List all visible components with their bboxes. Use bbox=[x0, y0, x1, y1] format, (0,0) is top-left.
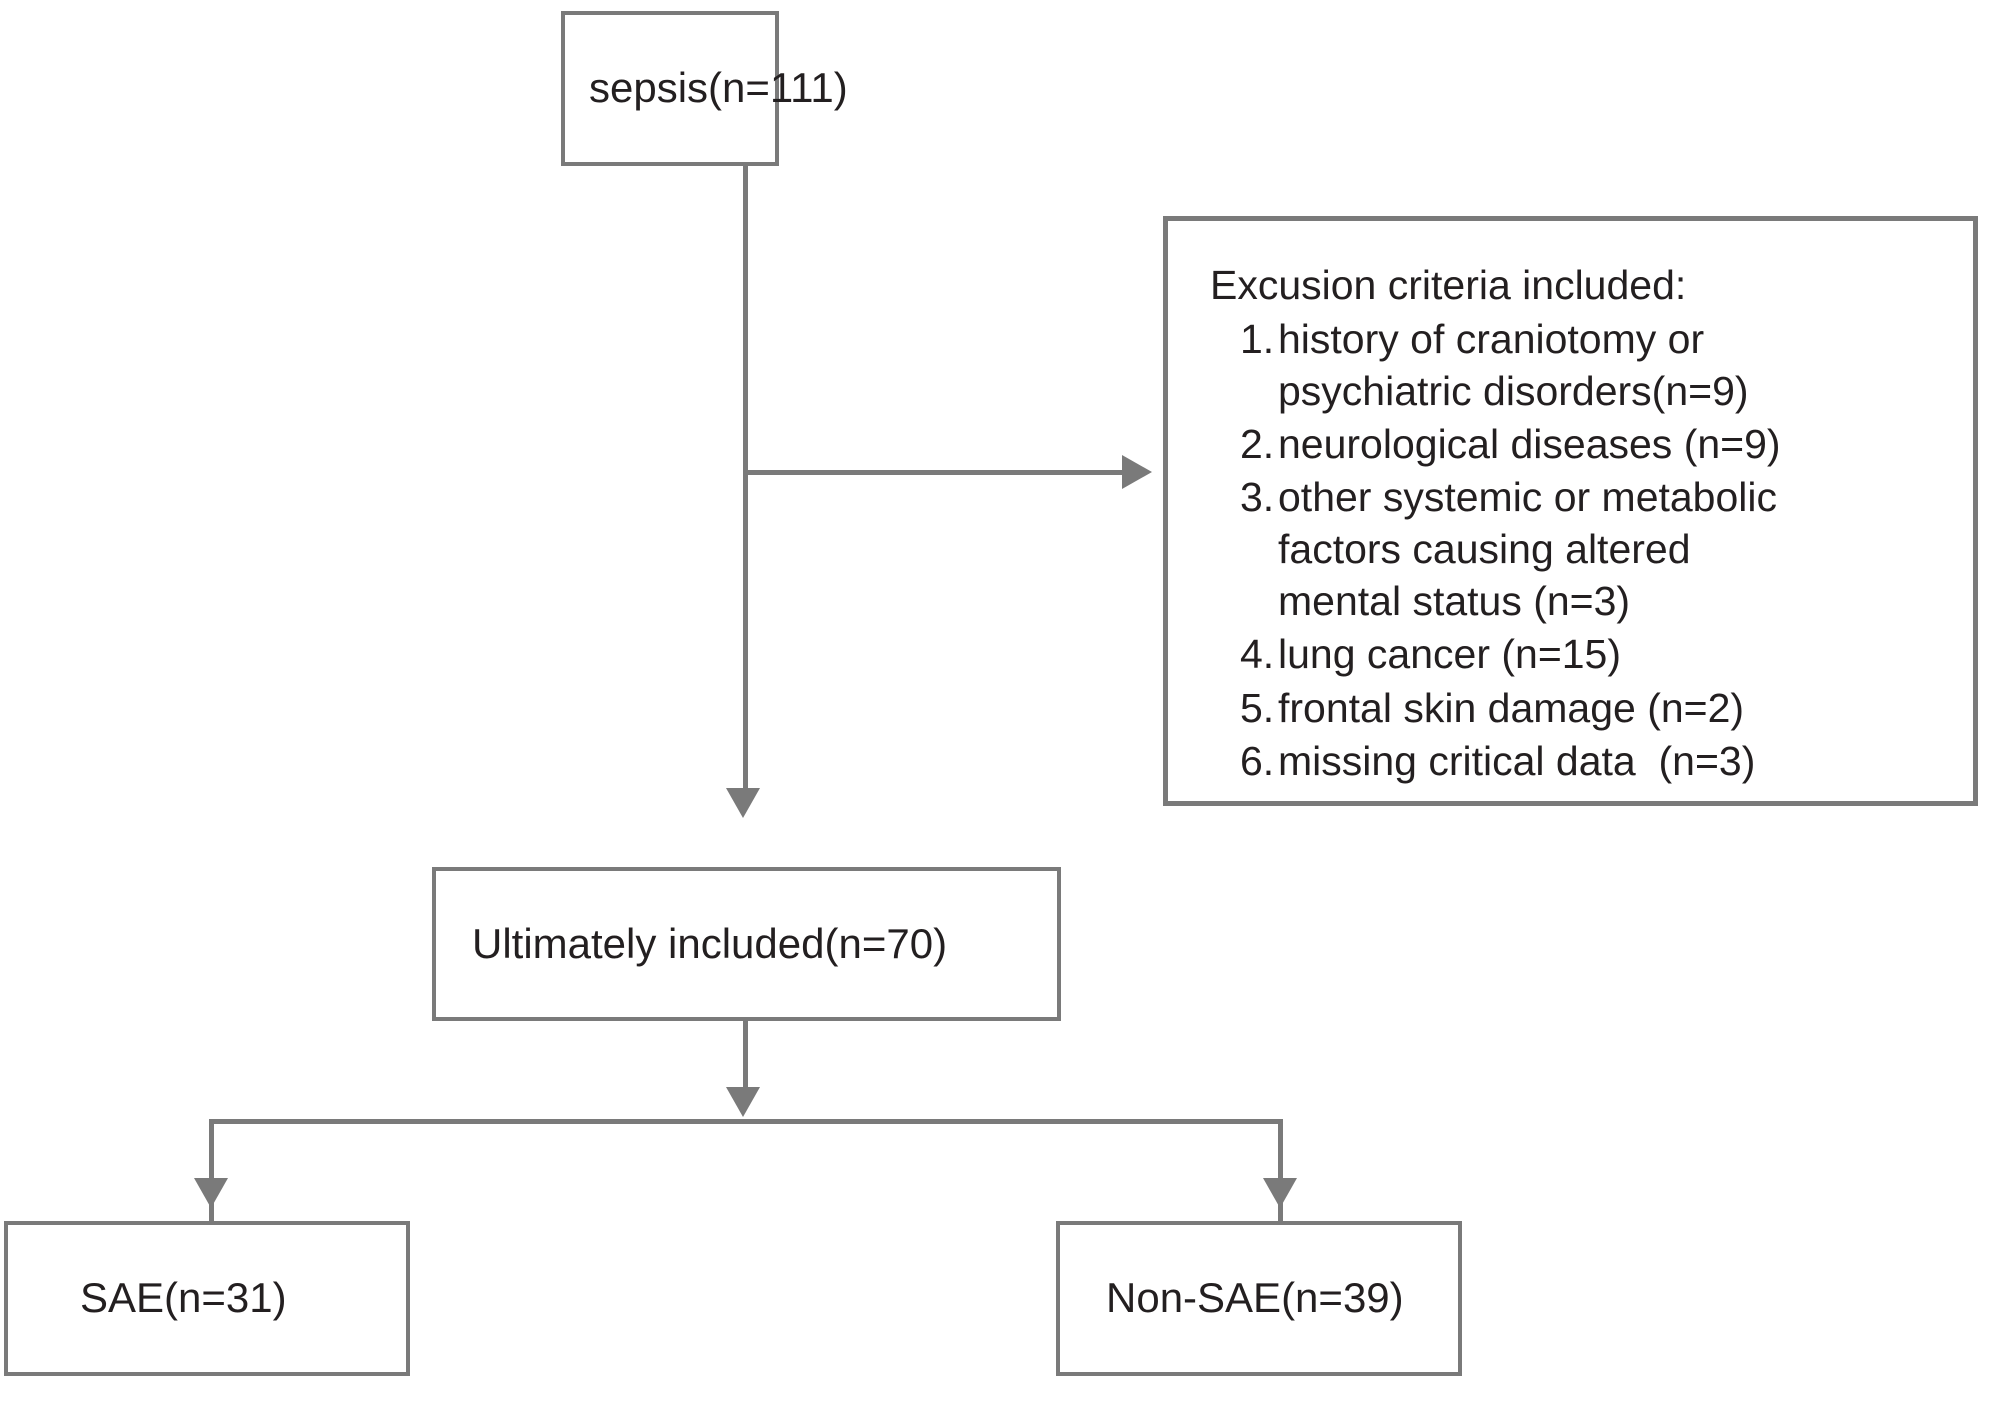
exclusion-criteria-item: 2. neurological diseases (n=9) bbox=[1210, 418, 1781, 470]
node-sae-label: SAE(n=31) bbox=[80, 1274, 287, 1322]
node-exclusion-criteria: Excusion criteria included: 1. history o… bbox=[1163, 216, 1978, 806]
exclusion-criteria-list: 1. history of craniotomy or psychiatric … bbox=[1210, 313, 1781, 787]
edge-sepsis-to-included-line bbox=[743, 166, 748, 790]
exclusion-item-text: other systemic or metabolic factors caus… bbox=[1278, 474, 1778, 625]
edge-sepsis-to-exclusion-arrowhead-icon bbox=[1122, 455, 1152, 489]
exclusion-item-number: 3. bbox=[1240, 474, 1275, 521]
edge-included-split-bar bbox=[209, 1119, 1283, 1124]
edge-included-to-sae-arrowhead-icon bbox=[194, 1178, 228, 1208]
exclusion-criteria-item: 5. frontal skin damage (n=2) bbox=[1210, 682, 1781, 734]
edge-included-to-non-sae-arrowhead-icon bbox=[1263, 1178, 1297, 1208]
edge-sepsis-to-included-arrowhead-icon bbox=[726, 788, 760, 818]
node-non-sae-label: Non-SAE(n=39) bbox=[1106, 1274, 1404, 1322]
node-ultimately-included: Ultimately included(n=70) bbox=[432, 867, 1061, 1021]
exclusion-criteria-item: 4. lung cancer (n=15) bbox=[1210, 628, 1781, 680]
exclusion-criteria-item: 3. other systemic or metabolic factors c… bbox=[1210, 471, 1781, 627]
exclusion-item-number: 1. bbox=[1240, 316, 1275, 363]
exclusion-item-text: lung cancer (n=15) bbox=[1278, 631, 1622, 678]
exclusion-item-text: frontal skin damage (n=2) bbox=[1278, 684, 1745, 731]
exclusion-item-text: missing critical data (n=3) bbox=[1278, 737, 1756, 784]
edge-sepsis-to-exclusion-line bbox=[745, 470, 1123, 475]
edge-included-split-arrowhead-icon bbox=[726, 1087, 760, 1117]
exclusion-item-number: 4. bbox=[1240, 631, 1275, 678]
exclusion-criteria-item: 1. history of craniotomy or psychiatric … bbox=[1210, 313, 1781, 417]
exclusion-criteria-body: Excusion criteria included: 1. history o… bbox=[1168, 221, 1781, 788]
edge-included-split-stem bbox=[743, 1021, 748, 1089]
exclusion-item-number: 5. bbox=[1240, 684, 1275, 731]
exclusion-item-text: history of craniotomy or psychiatric dis… bbox=[1278, 316, 1749, 415]
exclusion-item-text: neurological diseases (n=9) bbox=[1278, 421, 1781, 468]
node-non-sae: Non-SAE(n=39) bbox=[1056, 1221, 1462, 1376]
exclusion-item-number: 2. bbox=[1240, 421, 1275, 468]
node-sepsis-label: sepsis(n=111) bbox=[589, 64, 848, 112]
exclusion-criteria-heading: Excusion criteria included: bbox=[1210, 262, 1687, 308]
node-ultimately-included-label: Ultimately included(n=70) bbox=[472, 919, 948, 967]
node-sae: SAE(n=31) bbox=[4, 1221, 410, 1376]
exclusion-criteria-item: 6. missing critical data (n=3) bbox=[1210, 735, 1781, 787]
exclusion-item-number: 6. bbox=[1240, 737, 1275, 784]
node-sepsis: sepsis(n=111) bbox=[561, 11, 848, 166]
